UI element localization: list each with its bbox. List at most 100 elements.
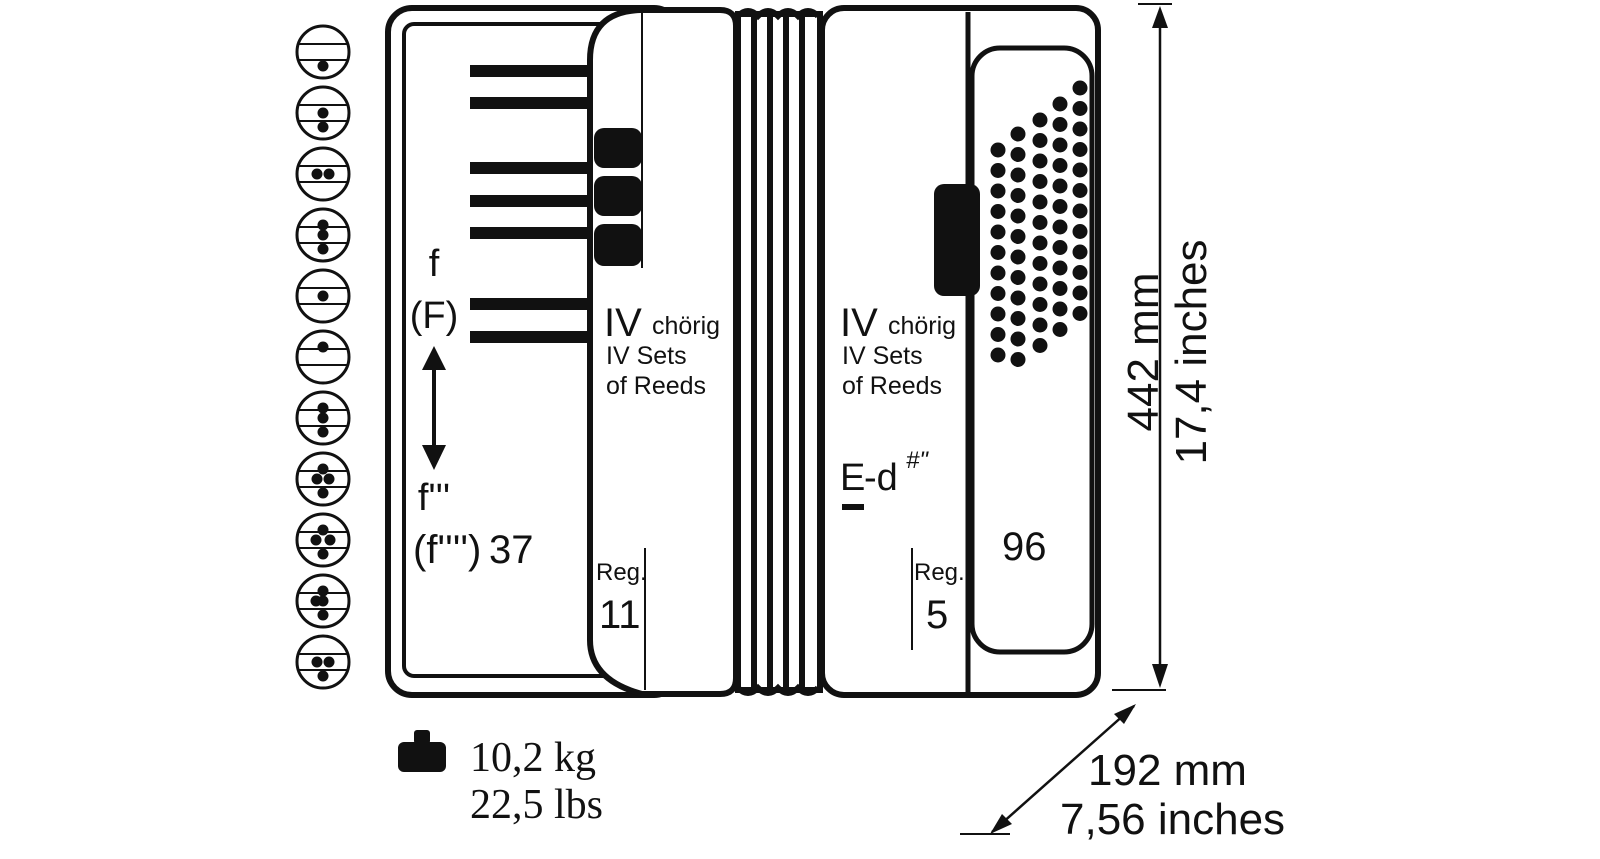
- treble-key: [470, 331, 595, 343]
- bass-button: [1052, 178, 1068, 194]
- bass-button: [1010, 208, 1026, 224]
- depth-dimension: [960, 704, 1136, 835]
- bass-button: [990, 163, 1006, 178]
- treble-key: [470, 298, 595, 310]
- register-switch-icon: [295, 451, 351, 507]
- bellows: [735, 8, 823, 696]
- bass-button: [990, 306, 1006, 322]
- treble-keyboard: [470, 65, 595, 343]
- bass-button: [990, 183, 1006, 199]
- register-switch-icon: [295, 390, 351, 446]
- weight-icon: [398, 730, 446, 772]
- bass-button: [1032, 235, 1048, 251]
- treble-register-switch: [594, 128, 642, 168]
- bass-button: [990, 347, 1006, 363]
- bass-button: [1072, 224, 1088, 239]
- bass-button: [1010, 290, 1026, 306]
- bass-button: [1072, 183, 1088, 198]
- bass-reeds-en-1: IV Sets: [842, 342, 923, 370]
- treble-range-low: f: [429, 243, 440, 285]
- bass-button: [1052, 96, 1068, 112]
- treble-range-high-alt: (f''''): [413, 528, 481, 572]
- bass-button: [1052, 158, 1068, 173]
- bass-button: [1072, 203, 1088, 219]
- bass-range-high: -d: [864, 457, 898, 499]
- bass-button: [1032, 153, 1048, 169]
- bass-button: [1010, 229, 1026, 244]
- bass-button: [1052, 240, 1068, 255]
- bass-button: [1032, 317, 1048, 333]
- treble-key: [470, 227, 595, 239]
- treble-reg-label: Reg.: [596, 559, 647, 586]
- bass-button: [1072, 162, 1088, 178]
- bass-button: [1052, 322, 1068, 337]
- height-dimension: [1112, 3, 1172, 691]
- bass-button: [1052, 117, 1068, 132]
- bass-button: [1032, 112, 1048, 128]
- bass-button: [1052, 219, 1068, 235]
- bass-button: [1010, 126, 1026, 142]
- bass-buttons: [990, 80, 1088, 367]
- depth-inches: 7,56 inches: [1060, 795, 1285, 844]
- bass-button: [1010, 331, 1026, 347]
- bass-button: [990, 224, 1006, 240]
- bass-button: [1032, 276, 1048, 292]
- register-switch-icon: [295, 268, 351, 324]
- bass-range-sup: #": [906, 447, 929, 474]
- register-switch-icon: [295, 329, 351, 385]
- bass-button: [1072, 265, 1088, 280]
- bass-register-switch: [934, 184, 980, 296]
- bass-button: [990, 142, 1006, 158]
- treble-key: [470, 195, 595, 207]
- treble-range-low-alt: (F): [410, 295, 459, 337]
- treble-key: [470, 65, 595, 77]
- register-switch-icon: [295, 146, 351, 202]
- bass-button: [1032, 133, 1048, 148]
- treble-range-high: f''': [418, 477, 450, 519]
- bass-button-panel: [969, 45, 1095, 655]
- treble-reeds-word: chörig: [652, 312, 720, 340]
- treble-key: [470, 162, 595, 174]
- register-switch-icon: [295, 207, 351, 263]
- bass-button: [1032, 338, 1048, 353]
- bass-button: [1010, 167, 1026, 183]
- bass-button: [1052, 199, 1068, 214]
- treble-register-switch: [594, 224, 642, 266]
- bass-range-underline: [842, 504, 864, 510]
- bass-button: [990, 265, 1006, 281]
- bass-button: [1032, 297, 1048, 312]
- treble-reeds-main: IV: [604, 301, 642, 345]
- treble-reeds-en-1: IV Sets: [606, 342, 687, 370]
- bass-button: [1072, 101, 1088, 116]
- bass-button: [1052, 137, 1068, 153]
- treble-register-switch: [594, 176, 642, 216]
- bass-button: [1072, 306, 1088, 321]
- bass-button: [990, 286, 1006, 301]
- treble-reeds-en-2: of Reeds: [606, 372, 706, 400]
- bass-buttons-count: 96: [1002, 525, 1047, 569]
- treble-reg-count: 11: [599, 593, 641, 637]
- bass-reg-count: 5: [926, 593, 948, 637]
- bass-button: [1032, 215, 1048, 230]
- bass-button: [1072, 244, 1088, 260]
- bass-button: [990, 204, 1006, 219]
- height-mm: 442 mm: [1119, 273, 1168, 432]
- double-arrow-icon: [422, 346, 446, 470]
- treble-keys-count: 37: [489, 528, 534, 572]
- bass-button: [990, 245, 1006, 260]
- bass-button: [1010, 249, 1026, 265]
- register-switch-icon: [295, 512, 351, 568]
- weight-lbs: 22,5 lbs: [470, 782, 603, 828]
- bass-button: [1072, 285, 1088, 301]
- bass-reeds-en-2: of Reeds: [842, 372, 942, 400]
- bass-button: [1032, 256, 1048, 271]
- treble-key: [470, 97, 595, 109]
- bass-button: [1052, 301, 1068, 317]
- bass-button: [1032, 174, 1048, 189]
- register-switch-icon: [295, 85, 351, 141]
- register-switch-icon: [295, 573, 351, 629]
- height-inches: 17,4 inches: [1167, 239, 1216, 464]
- bass-reeds-word: chörig: [888, 312, 956, 340]
- register-switch-icon: [295, 634, 351, 690]
